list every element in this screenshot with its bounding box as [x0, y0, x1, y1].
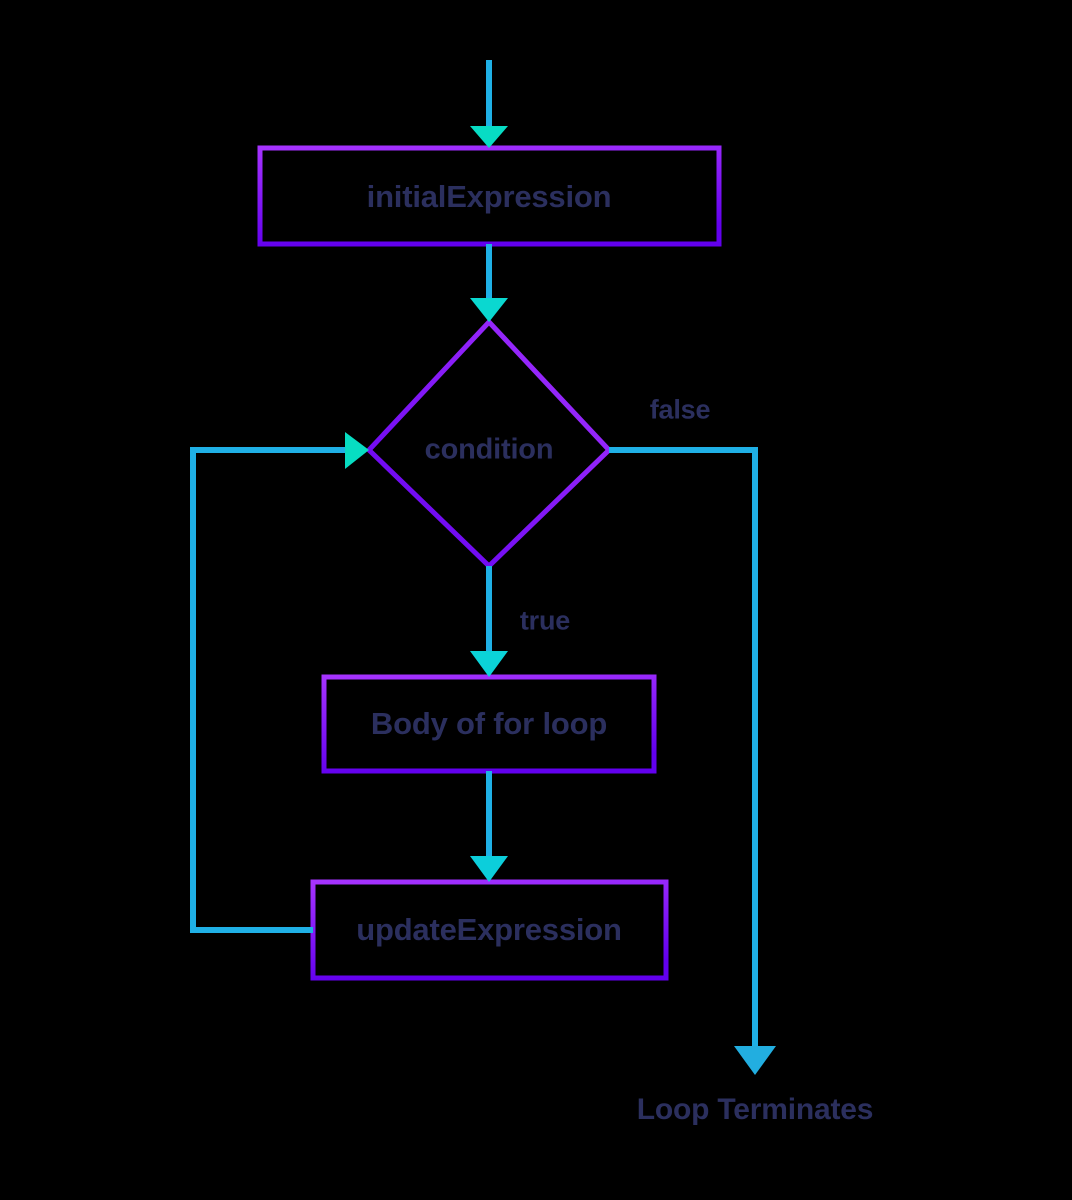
initial-expression-box — [257, 145, 722, 247]
node-body — [321, 674, 657, 774]
edge-body-to-update — [470, 771, 508, 882]
node-condition — [365, 318, 613, 570]
edge-condition-false-to-terminate — [609, 447, 776, 1075]
condition-diamond — [365, 318, 613, 570]
body-box — [321, 674, 657, 774]
edge-condition-true-to-body — [470, 566, 508, 677]
edge-initial-to-condition — [470, 244, 508, 322]
edge-entry-to-initial — [470, 60, 508, 148]
update-expression-box — [310, 879, 669, 981]
node-update-expression — [310, 879, 669, 981]
edge-update-loopback-to-condition — [190, 432, 369, 933]
node-initial-expression — [257, 145, 722, 247]
